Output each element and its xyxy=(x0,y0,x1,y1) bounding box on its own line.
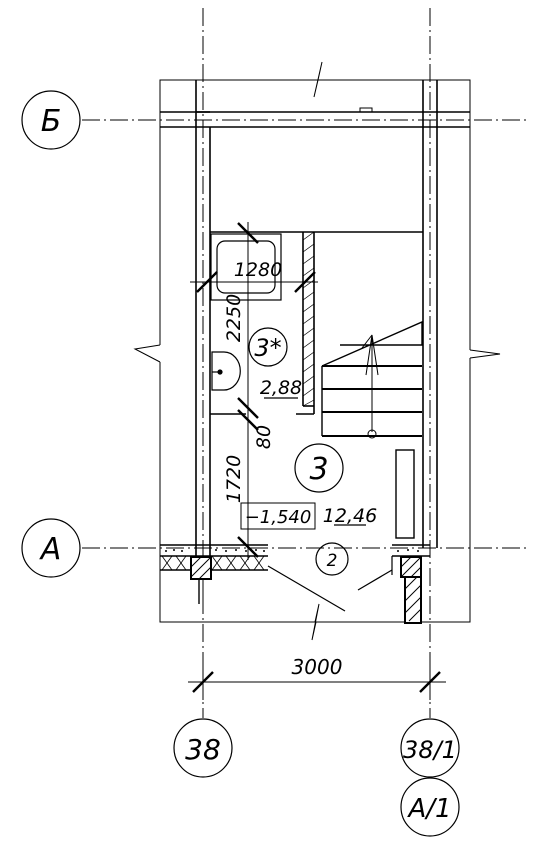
top-wall xyxy=(160,107,470,128)
room-marker-3 xyxy=(294,443,344,493)
dim-label-1280: 1280 xyxy=(234,259,282,281)
bathtub-icon xyxy=(210,233,282,301)
room-area-3: 12,46 xyxy=(323,505,377,527)
axis-label-38-1: 38/1 xyxy=(403,736,457,764)
right-cabinet xyxy=(395,449,415,539)
door-marker-2 xyxy=(315,542,349,576)
axis-bubble-a1 xyxy=(400,777,460,837)
outer-outline xyxy=(133,61,501,641)
level-mark-label: −1,540 xyxy=(245,507,312,528)
dim-label-80: 80 xyxy=(253,425,275,449)
axis-bubble-38-1 xyxy=(400,718,460,778)
level-mark-box xyxy=(240,502,316,530)
axis-bubble-38 xyxy=(173,718,233,778)
wall-dots xyxy=(165,549,419,552)
wall-insulation-hatch xyxy=(161,555,265,571)
column-left xyxy=(190,556,212,604)
axis-label-a: А xyxy=(39,532,62,567)
washbasin-icon xyxy=(211,351,241,391)
stair-arrow-icon xyxy=(361,334,379,439)
break-mark-right xyxy=(469,349,501,359)
dim-label-2250: 2250 xyxy=(223,294,245,342)
grid-lines xyxy=(82,8,530,718)
dim-label-3000: 3000 xyxy=(292,655,343,679)
axis-bubble-a xyxy=(21,518,81,578)
room-markers xyxy=(248,327,349,576)
axis-label-b: Б xyxy=(41,104,62,139)
dim-label-1720: 1720 xyxy=(223,455,245,503)
axis-label-a1: А/1 xyxy=(406,794,451,824)
dimension-lines xyxy=(188,222,446,700)
column-right xyxy=(400,556,422,624)
side-walls xyxy=(195,80,438,556)
axis-bubbles xyxy=(21,90,460,837)
break-mark-left xyxy=(133,344,161,363)
entrance-door-swing xyxy=(267,556,393,612)
partition-hatch xyxy=(302,231,315,407)
door-label-2: 2 xyxy=(327,551,338,571)
axis-label-38: 38 xyxy=(185,733,221,766)
room-label-3star: 3* xyxy=(254,334,281,362)
room-label-3: 3 xyxy=(309,452,328,487)
room-area-3star: 2,88 xyxy=(260,377,302,399)
axis-bubble-b xyxy=(21,90,81,150)
room-marker-3star xyxy=(248,327,288,367)
